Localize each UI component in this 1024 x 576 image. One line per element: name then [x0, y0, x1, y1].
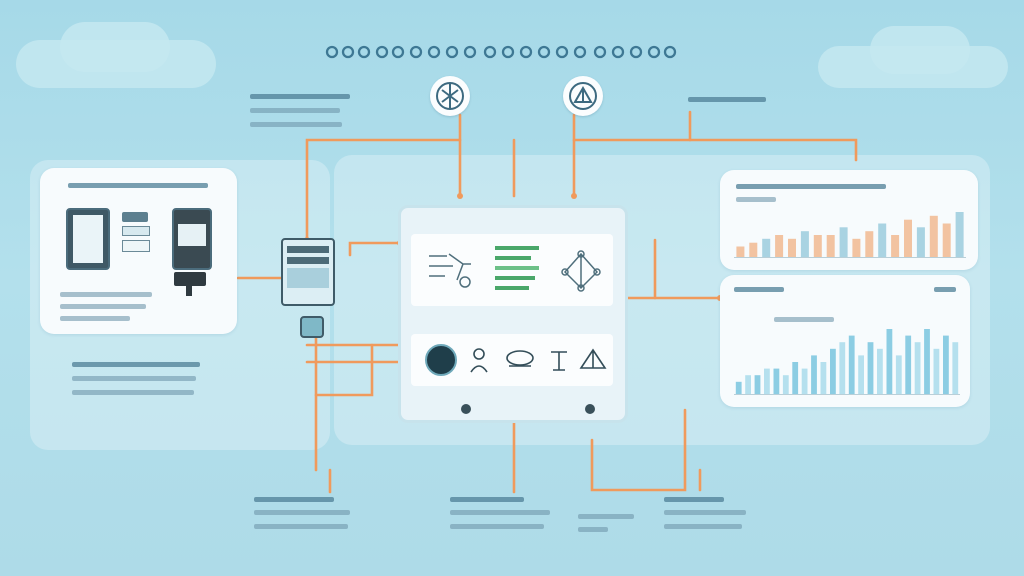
chart-bar	[929, 215, 938, 258]
center-screen	[411, 234, 613, 306]
chart-bar	[858, 355, 864, 395]
chart-bar	[762, 238, 771, 258]
chart-panel-top	[720, 170, 978, 270]
tent-icon[interactable]	[579, 346, 607, 372]
chart-bottom-heading	[734, 287, 784, 292]
chart-bar	[839, 227, 848, 258]
chart-bar	[952, 342, 959, 395]
chart-bar	[933, 348, 940, 395]
chart-bar	[891, 235, 900, 258]
chart-bar	[916, 227, 925, 258]
chart-bar	[801, 368, 808, 395]
device-caption-3	[60, 316, 130, 321]
server-icon[interactable]	[172, 208, 212, 270]
hand-icon[interactable]	[547, 346, 571, 374]
tablet-icon[interactable]	[66, 208, 110, 270]
chart-bar	[895, 355, 902, 395]
chart-bar	[788, 238, 796, 258]
chart-bar	[820, 362, 827, 395]
chart-bar	[826, 235, 835, 258]
chart-bar	[745, 375, 751, 395]
cloud-icon[interactable]	[503, 348, 537, 372]
chart-bar	[749, 242, 758, 258]
cloud-left-puff	[60, 22, 170, 72]
center-module	[398, 205, 628, 423]
chart-bar	[735, 381, 742, 395]
chart-bar	[943, 335, 949, 395]
sensor-icon[interactable]	[300, 316, 324, 338]
chart-bar	[852, 238, 861, 258]
list-icon	[495, 246, 539, 290]
chart-bar	[811, 355, 817, 395]
chart-bar	[904, 219, 912, 258]
monitor-icon[interactable]	[122, 212, 152, 256]
person-icon[interactable]	[467, 346, 491, 374]
router-icon[interactable]	[281, 238, 335, 306]
workflow-icon	[429, 253, 471, 288]
server-base	[174, 272, 206, 286]
chart-bar	[839, 342, 846, 395]
chart-bar	[886, 329, 893, 395]
chart-bar	[914, 342, 921, 395]
chart-bar	[736, 246, 745, 258]
chart-bar	[754, 375, 761, 395]
device-caption-1	[60, 292, 152, 297]
bar-chart-bottom	[734, 329, 960, 395]
chart-top-subheading	[736, 197, 776, 202]
chart-bottom-caption	[774, 317, 834, 322]
module-knob-left[interactable]	[461, 404, 471, 414]
network-icon	[436, 82, 464, 110]
disc-icon[interactable]	[425, 344, 457, 376]
chart-bar	[955, 212, 964, 258]
server-key	[186, 286, 192, 296]
chart-bar	[877, 348, 883, 395]
chart-bar	[792, 362, 799, 395]
device-panel-heading	[68, 183, 208, 188]
chart-bar	[800, 231, 809, 258]
cluster-node[interactable]	[563, 76, 603, 116]
chart-bar	[830, 348, 836, 395]
chart-bottom-badge	[934, 287, 956, 292]
network-node[interactable]	[430, 76, 470, 116]
chart-bar	[773, 368, 780, 395]
chart-bar	[867, 342, 874, 395]
device-caption-2	[60, 304, 146, 309]
chart-bar	[905, 335, 912, 395]
chart-bar	[813, 235, 822, 258]
cloud-right-puff	[870, 26, 970, 74]
chart-bar	[848, 335, 855, 395]
chart-panel-bottom	[720, 275, 970, 407]
chart-bar	[924, 329, 930, 395]
cluster-icon	[569, 82, 597, 110]
chart-bar	[942, 223, 951, 258]
chart-bar	[878, 223, 887, 258]
module-knob-right[interactable]	[585, 404, 595, 414]
chart-bar	[775, 235, 784, 258]
device-panel	[40, 168, 237, 334]
chart-bar	[764, 368, 770, 395]
title-scribble	[324, 44, 680, 64]
bar-chart-top	[734, 212, 966, 258]
center-icon-tray	[411, 334, 613, 386]
chart-bar	[865, 231, 874, 258]
nodes-icon	[561, 250, 601, 292]
chart-bar	[782, 375, 789, 395]
chart-top-heading	[736, 184, 886, 189]
